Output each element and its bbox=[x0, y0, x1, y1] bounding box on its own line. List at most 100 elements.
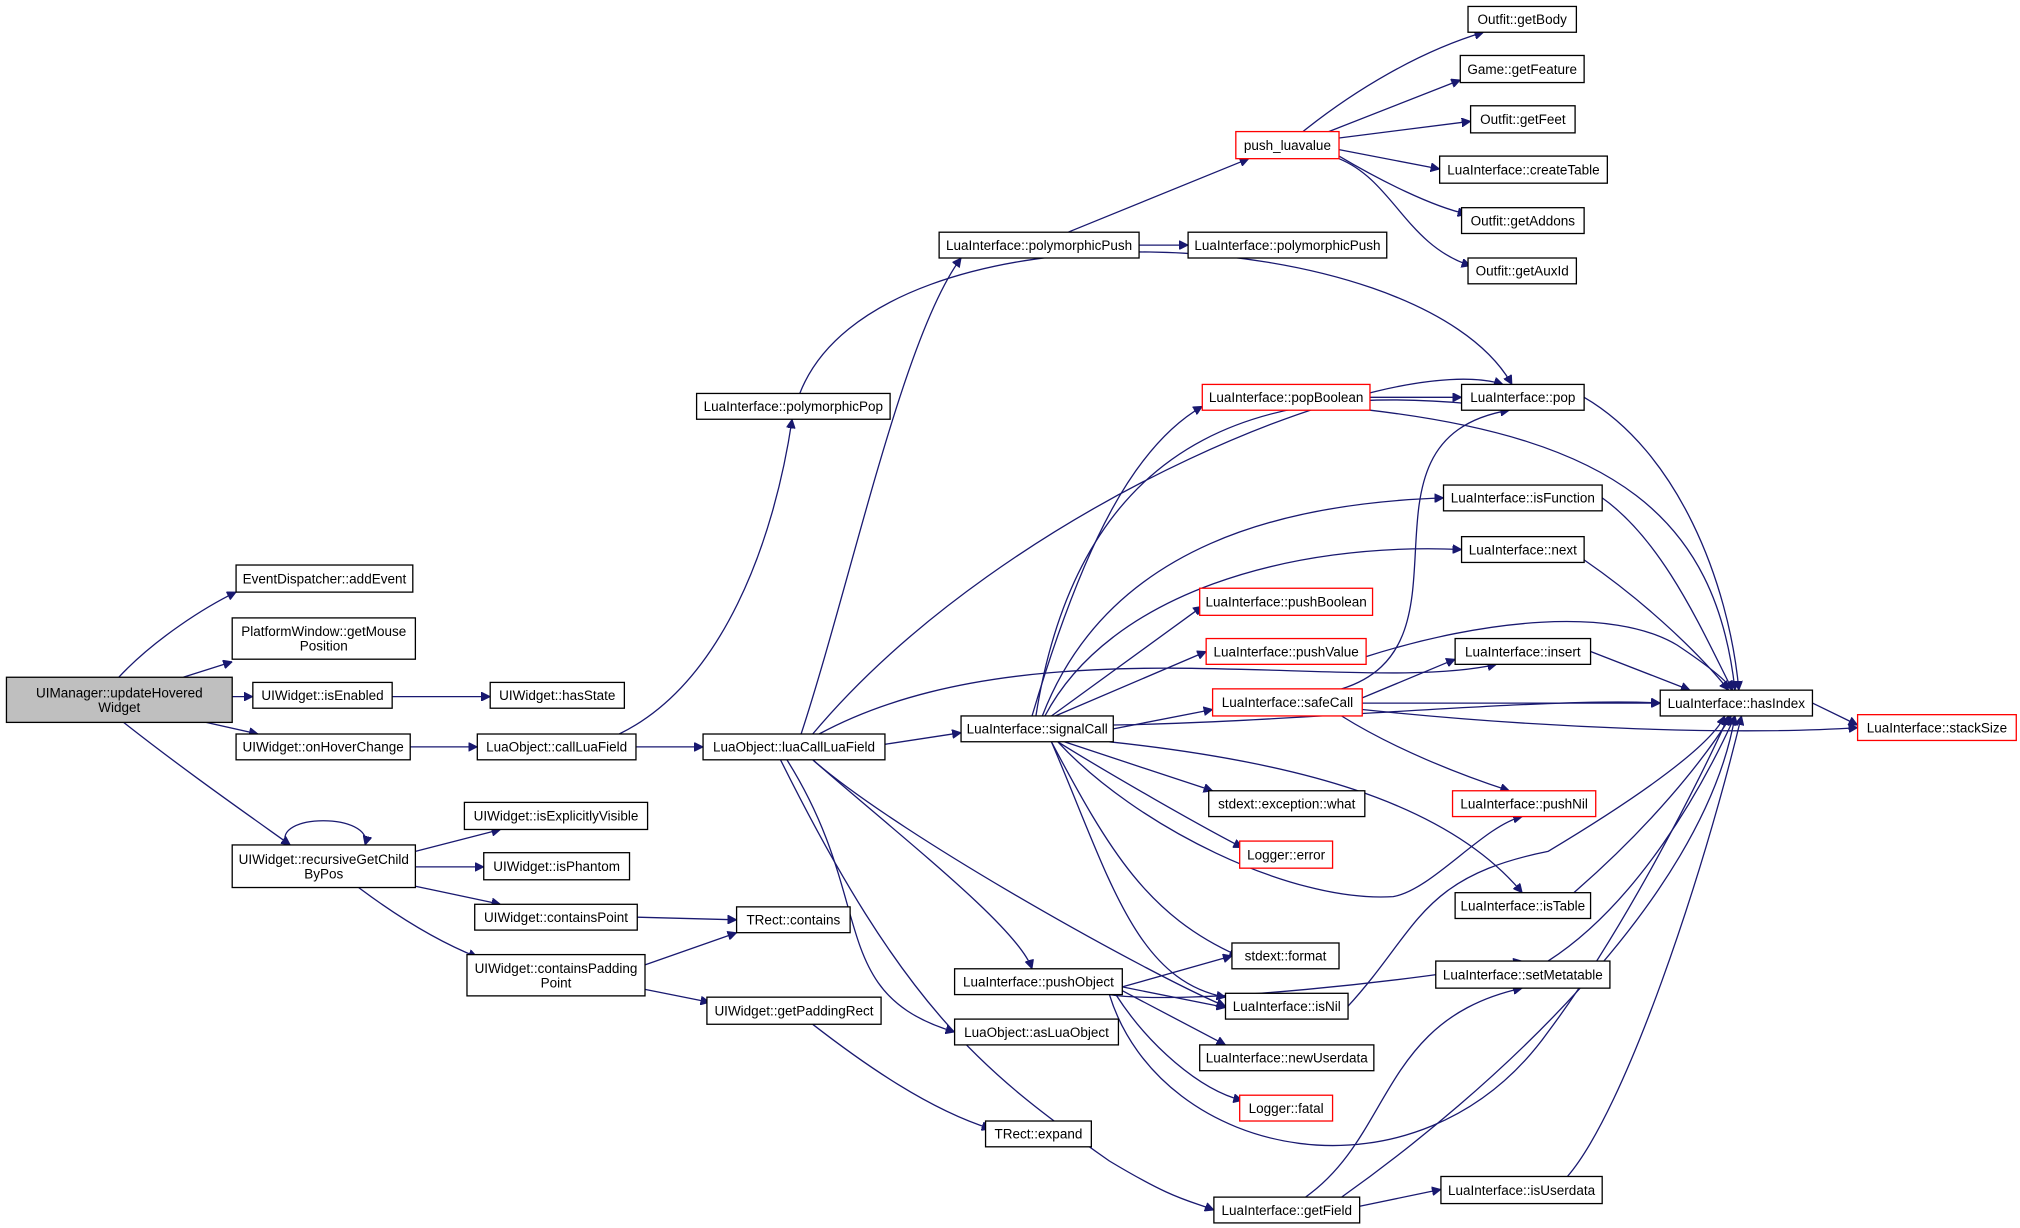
node-pushNil[interactable]: LuaInterface::pushNil bbox=[1451, 790, 1597, 818]
node-hasIndex[interactable]: LuaInterface::hasIndex bbox=[1659, 689, 1814, 717]
node-signalCall[interactable]: LuaInterface::signalCall bbox=[960, 715, 1114, 743]
node-getFeature[interactable]: Game::getFeature bbox=[1459, 54, 1585, 84]
edge-recursiveGetChildByPos-to-containsPaddingPoint bbox=[358, 886, 478, 958]
edge-safeCall-to-pop bbox=[1341, 410, 1510, 690]
node-getAddons[interactable]: Outfit::getAddons bbox=[1460, 207, 1585, 235]
node-label: LuaInterface::pushObject bbox=[963, 975, 1114, 990]
node-polymorphicPush1[interactable]: LuaInterface::polymorphicPush bbox=[938, 231, 1140, 259]
node-box bbox=[1460, 535, 1585, 564]
node-box bbox=[476, 733, 637, 761]
node-containsPoint[interactable]: UIWidget::containsPoint bbox=[474, 903, 638, 931]
node-stackSize[interactable]: LuaInterface::stackSize bbox=[1856, 714, 2017, 742]
node-label: LuaInterface::isTable bbox=[1461, 898, 1586, 913]
node-pop[interactable]: LuaInterface::pop bbox=[1460, 383, 1585, 411]
node-label: UIWidget::recursiveGetChild bbox=[239, 852, 409, 867]
edge-signalCall-to-stdextFormat bbox=[1050, 741, 1238, 956]
node-exceptionWhat[interactable]: stdext::exception::what bbox=[1208, 790, 1366, 818]
edge-getField-to-setMetatable bbox=[1305, 988, 1523, 1198]
node-label: TRect::contains bbox=[746, 913, 840, 928]
node-label: Widget bbox=[98, 700, 140, 715]
node-label: UIWidget::isEnabled bbox=[261, 688, 383, 703]
node-isEnabled[interactable]: UIWidget::isEnabled bbox=[252, 681, 393, 709]
node-label: Outfit::getFeet bbox=[1480, 112, 1566, 127]
edge-pushLuavalue-to-getAddons bbox=[1338, 155, 1467, 214]
edge-recursiveGetChildByPos-to-containsPoint bbox=[415, 885, 500, 904]
node-label: UIWidget::isExplicitlyVisible bbox=[474, 809, 639, 824]
node-label: LuaInterface::polymorphicPop bbox=[704, 399, 883, 414]
node-trectExpand[interactable]: TRect::expand bbox=[984, 1120, 1092, 1148]
node-pushLuavalue[interactable]: push_luavalue bbox=[1235, 130, 1340, 160]
node-addEvent[interactable]: EventDispatcher::addEvent bbox=[235, 564, 414, 593]
node-label: Point bbox=[541, 975, 572, 990]
edge-safeCall-to-pushNil bbox=[1341, 715, 1510, 791]
node-loggerError[interactable]: Logger::error bbox=[1239, 840, 1334, 869]
edge-signalCall-to-pop bbox=[1035, 400, 1471, 717]
node-label: LuaInterface::next bbox=[1469, 542, 1577, 557]
node-box bbox=[235, 733, 411, 761]
edge-containsPoint-to-trectContains bbox=[637, 917, 736, 920]
node-isTable[interactable]: LuaInterface::isTable bbox=[1454, 892, 1592, 920]
edge-getPaddingRect-to-trectExpand bbox=[812, 1023, 991, 1129]
node-next[interactable]: LuaInterface::next bbox=[1460, 535, 1585, 564]
node-label: UIWidget::containsPadding bbox=[475, 961, 638, 976]
node-stdextFormat[interactable]: stdext::format bbox=[1231, 942, 1340, 970]
node-loggerFatal[interactable]: Logger::fatal bbox=[1239, 1094, 1334, 1122]
node-box bbox=[938, 231, 1140, 259]
node-box bbox=[1467, 5, 1578, 33]
node-setMetatable[interactable]: LuaInterface::setMetatable bbox=[1435, 960, 1611, 989]
node-isPhantom[interactable]: UIWidget::isPhantom bbox=[483, 852, 631, 881]
node-box bbox=[1460, 207, 1585, 235]
node-getFeet[interactable]: Outfit::getFeet bbox=[1469, 105, 1576, 134]
node-newUserdata[interactable]: LuaInterface::newUserdata bbox=[1199, 1044, 1375, 1072]
edge-safeCall-to-insert bbox=[1361, 659, 1455, 699]
node-box bbox=[252, 681, 393, 709]
node-asLuaObject[interactable]: LuaObject::asLuaObject bbox=[953, 1018, 1120, 1046]
edge-signalCall-to-pushNil bbox=[1057, 741, 1522, 898]
node-label: LuaInterface::polymorphicPush bbox=[1194, 238, 1380, 253]
node-getAuxId[interactable]: Outfit::getAuxId bbox=[1467, 257, 1578, 285]
node-isNil[interactable]: LuaInterface::isNil bbox=[1224, 992, 1349, 1020]
node-hasState[interactable]: UIWidget::hasState bbox=[489, 681, 626, 709]
edge-signalCall-to-loggerError bbox=[1057, 741, 1243, 849]
node-callLuaField[interactable]: LuaObject::callLuaField bbox=[476, 733, 637, 761]
edge-root-to-recursiveGetChildByPos bbox=[118, 717, 291, 846]
node-box bbox=[1208, 790, 1366, 818]
edge-root-to-getMousePosition bbox=[183, 662, 232, 678]
node-isUserdata[interactable]: LuaInterface::isUserdata bbox=[1440, 1175, 1603, 1205]
node-insert[interactable]: LuaInterface::insert bbox=[1454, 637, 1592, 665]
node-getBody[interactable]: Outfit::getBody bbox=[1467, 5, 1578, 33]
node-polymorphicPop[interactable]: LuaInterface::polymorphicPop bbox=[695, 392, 891, 420]
node-box bbox=[1239, 840, 1334, 869]
node-label: PlatformWindow::getMouse bbox=[241, 624, 406, 639]
node-label: stdext::exception::what bbox=[1218, 797, 1356, 812]
node-pushBoolean[interactable]: LuaInterface::pushBoolean bbox=[1199, 587, 1374, 616]
node-safeCall[interactable]: LuaInterface::safeCall bbox=[1211, 688, 1363, 717]
node-pushValue[interactable]: LuaInterface::pushValue bbox=[1205, 637, 1367, 665]
edge-recursiveGetChildByPos-to-recursiveGetChildByPos bbox=[284, 820, 366, 845]
node-label: LuaInterface::isUserdata bbox=[1448, 1183, 1596, 1198]
node-getField[interactable]: LuaInterface::getField bbox=[1213, 1196, 1361, 1224]
node-pushObject[interactable]: LuaInterface::pushObject bbox=[953, 968, 1123, 996]
node-getPaddingRect[interactable]: UIWidget::getPaddingRect bbox=[706, 996, 882, 1025]
node-box bbox=[702, 733, 886, 761]
node-box bbox=[1440, 1175, 1603, 1205]
node-isFunction[interactable]: LuaInterface::isFunction bbox=[1442, 484, 1603, 512]
node-polymorphicPush2[interactable]: LuaInterface::polymorphicPush bbox=[1187, 231, 1388, 259]
node-box bbox=[1451, 790, 1597, 818]
edge-signalCall-to-exceptionWhat bbox=[1064, 741, 1212, 791]
node-label: LuaInterface::hasIndex bbox=[1668, 696, 1806, 711]
node-luaCallLuaField[interactable]: LuaObject::luaCallLuaField bbox=[702, 733, 886, 761]
edge-signalCall-to-popBoolean bbox=[1031, 405, 1202, 717]
node-onHoverChange[interactable]: UIWidget::onHoverChange bbox=[235, 733, 411, 761]
node-label: UIManager::updateHovered bbox=[36, 685, 203, 700]
node-createTable[interactable]: LuaInterface::createTable bbox=[1438, 155, 1608, 184]
node-trectContains[interactable]: TRect::contains bbox=[735, 906, 851, 934]
node-isExplicitlyVisible[interactable]: UIWidget::isExplicitlyVisible bbox=[463, 801, 649, 831]
edges-layer bbox=[118, 32, 1858, 1210]
node-popBoolean[interactable]: LuaInterface::popBoolean bbox=[1201, 383, 1371, 411]
